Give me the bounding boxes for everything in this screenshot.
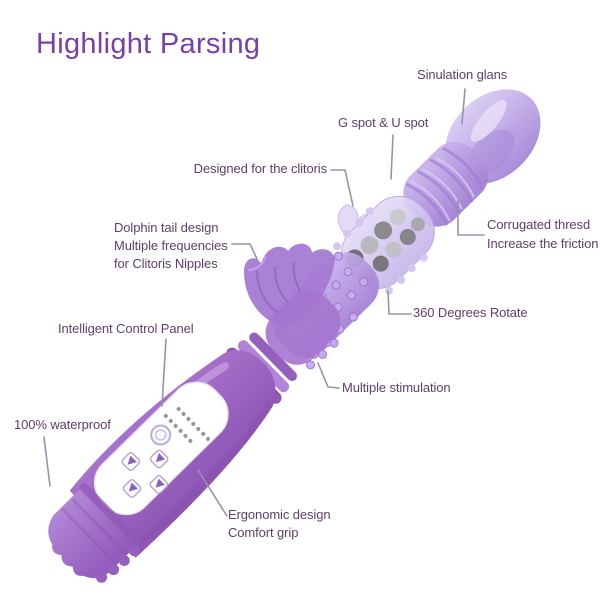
leader-line-ergonomic [197, 469, 228, 517]
annotation-text: Increase the friction [487, 236, 599, 251]
annotation-rotate-360: 360 Degrees Rotate [413, 304, 528, 322]
product-body-group [48, 89, 541, 583]
annotation-designed-for-clitoris: Designed for the clitoris [194, 160, 327, 178]
panel-circle-button [150, 424, 172, 446]
annotation-text: Intelligent Control Panel [58, 321, 194, 336]
annotation-multiple-stimulation: Multiple stimulation [342, 379, 451, 397]
leader-line-waterproof [43, 436, 51, 487]
annotation-text: Corrugated thresd [487, 217, 591, 232]
leader-line-control-panel [161, 338, 167, 407]
annotation-text: 100% waterproof [14, 417, 111, 432]
page-title: Highlight Parsing [36, 28, 261, 60]
control-panel [93, 381, 229, 516]
product-mid-body [265, 289, 341, 365]
annotation-corrugated-thread: Corrugated thresd Increase the friction [487, 215, 598, 253]
panel-triangle-buttons [121, 449, 169, 498]
annotation-ergonomic: Ergonomic design Comfort grip [228, 506, 331, 542]
product-endcap [48, 482, 144, 583]
leader-line-simulation-glans [461, 88, 466, 125]
annotation-text: Multiple stimulation [342, 380, 451, 395]
panel-led-dots [163, 406, 211, 443]
annotation-text: Ergonomic design [228, 507, 331, 522]
leader-line-g-spot-u-spot [390, 134, 394, 180]
annotation-text: Designed for the clitoris [193, 161, 327, 176]
annotation-control-panel: Intelligent Control Panel [58, 320, 194, 338]
annotation-dolphin-tail: Dolphin tail design Multiple frequencies… [114, 219, 228, 273]
annotation-simulation-glans: Sinulation glans [417, 66, 507, 84]
annotation-g-spot-u-spot: G spot & U spot [338, 114, 428, 132]
product-corrugated-shaft [403, 141, 489, 227]
leader-line-rotate-360 [387, 290, 412, 315]
annotation-text: G spot & U spot [338, 115, 429, 130]
leader-line-multiple-stimulation [317, 362, 340, 389]
annotation-text: Comfort grip [228, 525, 299, 540]
leader-line-designed-for-clitoris [330, 169, 354, 207]
annotation-text: Multiple frequencies [114, 238, 228, 253]
leader-line-corrugated-thread [457, 200, 485, 236]
annotation-text: 360 Degrees Rotate [413, 305, 528, 320]
annotation-text: for Clitoris Nipples [114, 256, 218, 271]
annotation-waterproof: 100% waterproof [14, 416, 111, 434]
leader-line-dolphin-tail [231, 243, 258, 260]
annotation-text: Sinulation glans [417, 67, 508, 82]
annotation-text: Dolphin tail design [114, 220, 219, 235]
